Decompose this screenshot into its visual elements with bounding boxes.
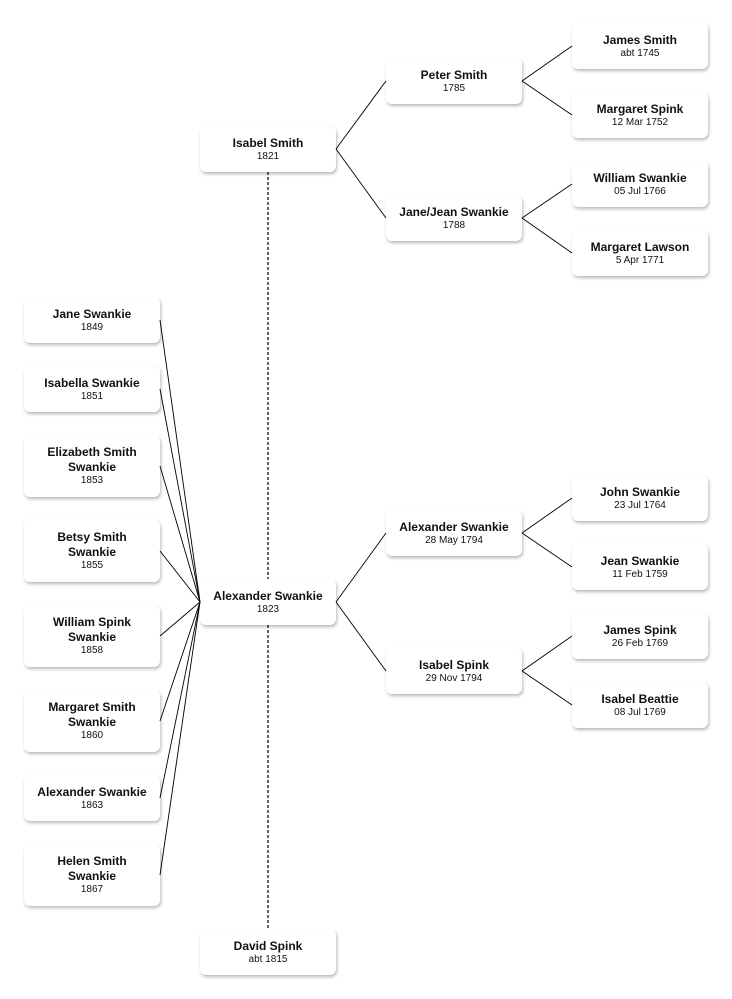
person-name: Margaret Spink — [596, 101, 684, 116]
person-card-james-smith[interactable]: James Smith abt 1745 — [572, 23, 708, 69]
person-card-jean-swankie[interactable]: Jean Swankie 11 Feb 1759 — [572, 544, 708, 590]
child-link-line — [159, 465, 201, 603]
person-name: Isabel Smith — [232, 135, 304, 150]
person-name: Isabel Spink — [418, 657, 490, 672]
child-link-line — [159, 388, 201, 603]
person-date: 1853 — [80, 475, 104, 486]
person-name: Betsy Smith Swankie — [57, 530, 127, 559]
person-date: 08 Jul 1769 — [614, 706, 666, 718]
person-card-james-spink[interactable]: James Spink 26 Feb 1769 — [572, 613, 708, 659]
person-date: abt 1815 — [248, 953, 288, 965]
person-name: David Spink — [233, 938, 303, 953]
person-name: Jean Swankie — [600, 553, 680, 568]
parent-link-line — [335, 532, 387, 603]
person-date: 29 Nov 1794 — [425, 672, 483, 684]
person-date: 1860 — [80, 730, 104, 741]
person-card-isabel-smith[interactable]: Isabel Smith 1821 — [200, 126, 336, 172]
person-date: 1823 — [256, 603, 280, 615]
parent-link-line — [521, 80, 573, 116]
parent-link-line — [335, 80, 387, 150]
person-date: 26 Feb 1769 — [611, 637, 669, 649]
parent-link-line — [335, 601, 387, 672]
person-date: 23 Jul 1764 — [614, 499, 666, 511]
person-card-alexander-swankie-1823[interactable]: Alexander Swankie 1823 — [200, 579, 336, 625]
parent-link-line — [521, 497, 573, 534]
person-date: 05 Jul 1766 — [614, 185, 666, 197]
person-date: 11 Feb 1759 — [612, 568, 668, 580]
person-date: 1867 — [80, 884, 104, 895]
person-card-margaret-spink[interactable]: Margaret Spink 12 Mar 1752 — [572, 92, 708, 138]
person-date: 1849 — [80, 321, 104, 333]
person-card-jane-swankie[interactable]: Jane Swankie 1849 — [24, 297, 160, 343]
person-card-peter-smith[interactable]: Peter Smith 1785 — [386, 58, 522, 104]
child-link-line — [159, 601, 201, 799]
person-card-margaret-lawson[interactable]: Margaret Lawson 5 Apr 1771 — [572, 230, 708, 276]
person-name: Alexander Swankie — [213, 588, 323, 603]
person-card-jane-jean-swankie[interactable]: Jane/Jean Swankie 1788 — [386, 195, 522, 241]
person-name: Alexander Swankie — [37, 784, 147, 799]
parent-link-line — [521, 532, 573, 568]
person-date: abt 1745 — [620, 47, 660, 59]
person-name: Peter Smith — [420, 67, 488, 82]
person-name: Isabel Beattie — [601, 691, 679, 706]
person-card-elizabeth-smith-swankie[interactable]: Elizabeth Smith Swankie 1853 — [24, 435, 160, 497]
person-name: Helen Smith Swankie — [57, 854, 127, 883]
person-date: 1821 — [256, 150, 280, 162]
person-date: 1788 — [442, 219, 466, 231]
person-date: 1858 — [80, 645, 104, 656]
parent-link-line — [521, 635, 573, 672]
person-card-william-spink-swankie[interactable]: William Spink Swankie 1858 — [24, 605, 160, 667]
child-link-line — [159, 601, 201, 722]
person-card-alexander-swankie-1863[interactable]: Alexander Swankie 1863 — [24, 775, 160, 821]
person-card-helen-smith-swankie[interactable]: Helen Smith Swankie 1867 — [24, 844, 160, 906]
person-date: 1863 — [80, 799, 104, 811]
person-date: 28 May 1794 — [425, 534, 483, 546]
person-card-isabel-beattie[interactable]: Isabel Beattie 08 Jul 1769 — [572, 682, 708, 728]
person-name: Alexander Swankie — [399, 519, 509, 534]
person-name: William Spink Swankie — [53, 615, 131, 644]
person-date: 1785 — [442, 82, 466, 94]
child-link-line — [159, 319, 201, 603]
person-name: William Swankie — [593, 170, 687, 185]
person-card-william-swankie[interactable]: William Swankie 05 Jul 1766 — [572, 161, 708, 207]
parent-link-line — [521, 217, 573, 254]
parent-link-line — [335, 148, 387, 219]
person-name: Isabella Swankie — [44, 375, 140, 390]
person-card-margaret-smith-swankie[interactable]: Margaret Smith Swankie 1860 — [24, 690, 160, 752]
person-name: Margaret Smith Swankie — [48, 700, 136, 729]
parent-link-line — [521, 183, 573, 219]
person-card-betsy-smith-swankie[interactable]: Betsy Smith Swankie 1855 — [24, 520, 160, 582]
person-card-alexander-swankie-1794[interactable]: Alexander Swankie 28 May 1794 — [386, 510, 522, 556]
person-card-john-swankie[interactable]: John Swankie 23 Jul 1764 — [572, 475, 708, 521]
person-name: John Swankie — [599, 484, 681, 499]
person-card-isabel-spink[interactable]: Isabel Spink 29 Nov 1794 — [386, 648, 522, 694]
person-date: 1851 — [80, 390, 104, 402]
person-date: 1855 — [80, 560, 104, 571]
person-name: James Spink — [603, 622, 677, 637]
person-card-isabella-swankie[interactable]: Isabella Swankie 1851 — [24, 366, 160, 412]
person-name: Margaret Lawson — [590, 239, 690, 254]
parent-link-line — [521, 670, 573, 706]
person-date: 5 Apr 1771 — [615, 254, 665, 266]
person-date: 12 Mar 1752 — [611, 116, 669, 128]
child-link-line — [159, 601, 201, 876]
parent-link-line — [521, 45, 573, 82]
person-name: James Smith — [602, 32, 678, 47]
child-link-line — [159, 550, 201, 603]
person-name: Jane/Jean Swankie — [399, 204, 509, 219]
person-name: Elizabeth Smith Swankie — [47, 445, 137, 474]
person-card-david-spink[interactable]: David Spink abt 1815 — [200, 929, 336, 975]
child-link-line — [159, 601, 201, 637]
person-name: Jane Swankie — [52, 306, 132, 321]
